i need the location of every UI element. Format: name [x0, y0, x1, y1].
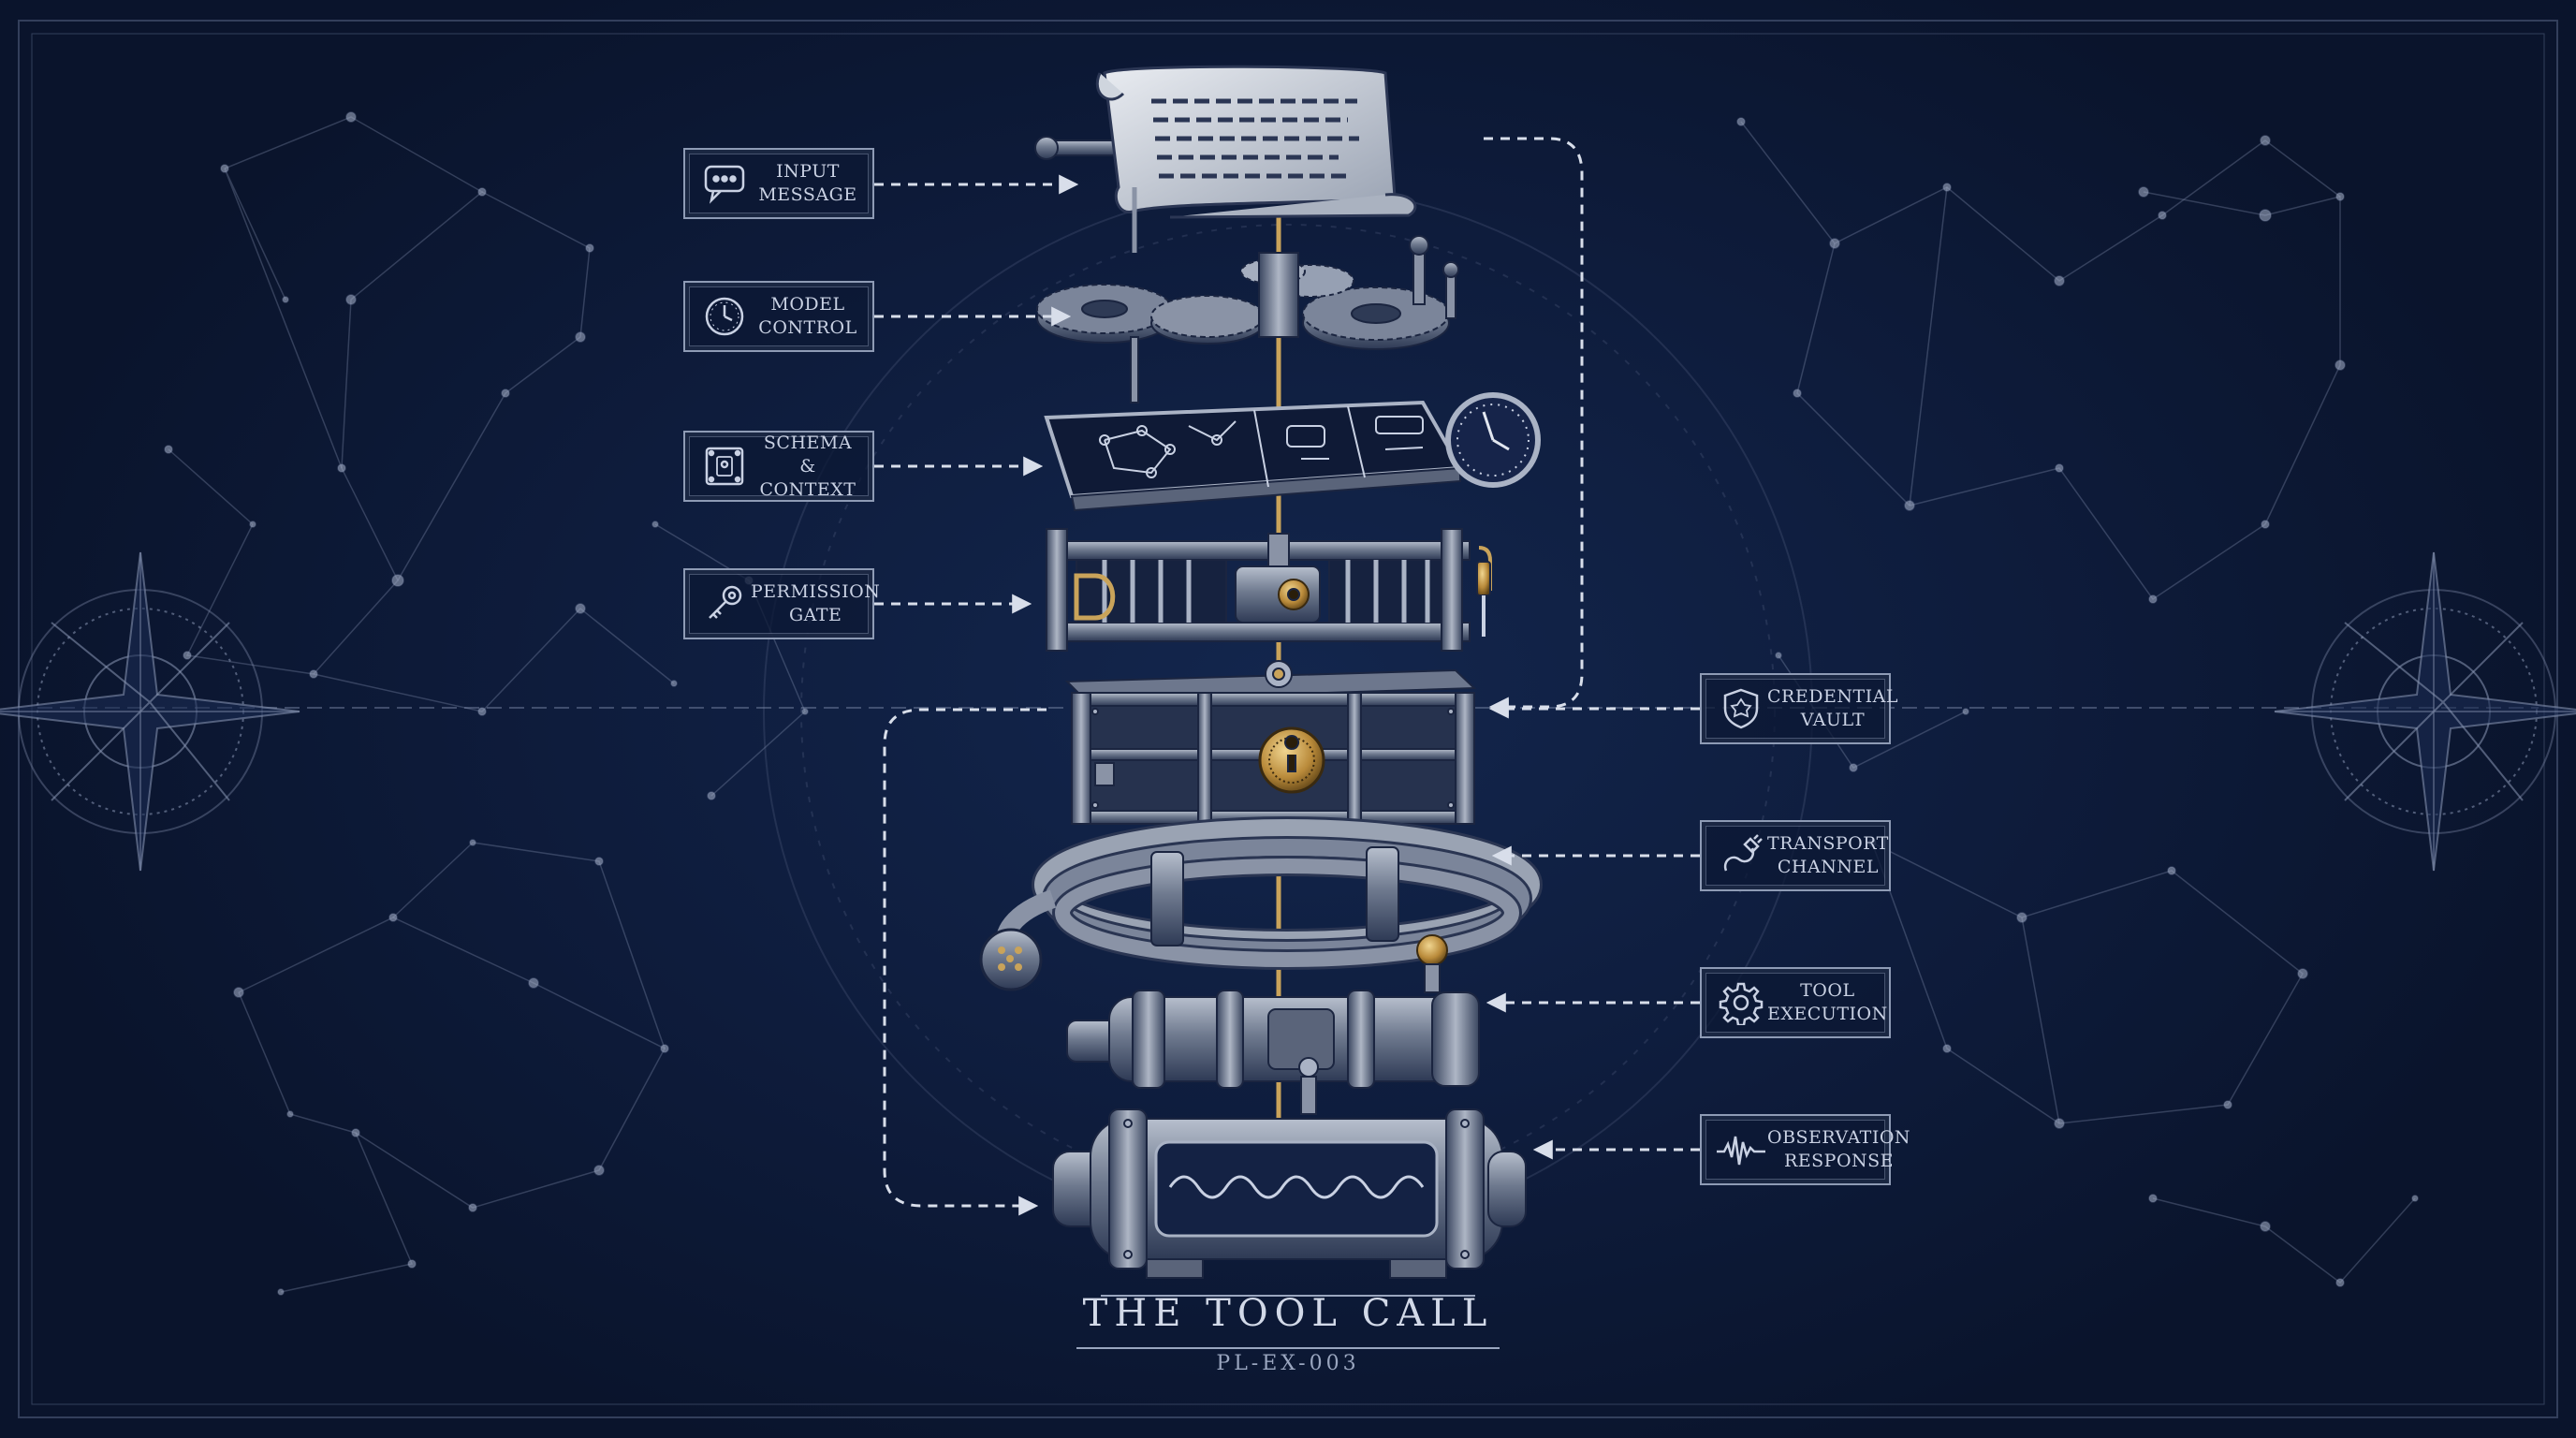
label-line-2: VAULT — [1800, 710, 1866, 730]
label-line-1: TOOL — [1800, 980, 1855, 1001]
gate-illustration — [1046, 528, 1492, 652]
label-tool-execution: TOOL EXECUTION — [1700, 967, 1891, 1038]
label-line-1: MODEL — [770, 294, 845, 315]
label-permission-gate: PERMISSION GATE — [683, 568, 880, 639]
plug-icon — [1715, 829, 1767, 882]
diagram-plate-code: PL-EX-003 — [1216, 1352, 1360, 1375]
title-rules — [1076, 1295, 1500, 1349]
constellation-left — [164, 111, 809, 1296]
vault-illustration — [1064, 660, 1477, 825]
label-line-1: TRANSPORT — [1767, 833, 1889, 854]
frame-border — [18, 20, 2558, 1418]
diagram-title: THE TOOL CALL — [1082, 1292, 1494, 1335]
observation-cylinder-illustration — [1052, 1108, 1527, 1279]
label-line-2: & CONTEXT — [759, 455, 856, 500]
key-icon — [698, 578, 751, 630]
schema-icon — [698, 440, 751, 492]
label-line-1: PERMISSION — [751, 581, 881, 602]
chat-bubble-icon — [698, 157, 751, 210]
scroll-illustration — [1034, 65, 1417, 253]
label-line-1: CREDENTIAL — [1767, 686, 1898, 707]
cable-coil-illustration — [979, 816, 1543, 991]
pipe-illustration — [1066, 934, 1480, 1115]
clock-icon — [698, 290, 751, 343]
connector-arrows — [874, 137, 1700, 1216]
label-observation-response: OBSERVATION RESPONSE — [1700, 1114, 1910, 1185]
compass-rose-left — [0, 551, 300, 872]
gears-illustration — [1036, 235, 1459, 404]
label-transport-channel: TRANSPORT CHANNEL — [1700, 820, 1891, 891]
shield-icon — [1715, 682, 1767, 735]
label-line-2: GATE — [788, 605, 842, 625]
label-input-message: INPUT MESSAGE — [683, 148, 874, 219]
label-line-1: INPUT — [776, 161, 840, 182]
label-model-control: MODEL CONTROL — [683, 281, 874, 352]
label-line-2: EXECUTION — [1767, 1004, 1888, 1024]
label-line-2: MESSAGE — [758, 184, 857, 205]
waveform-icon — [1715, 1123, 1767, 1176]
label-line-1: OBSERVATION — [1767, 1127, 1911, 1148]
compass-rose-right — [2274, 551, 2576, 872]
label-line-2: RESPONSE — [1783, 1151, 1895, 1171]
schema-board-illustration — [1044, 392, 1541, 512]
label-line-1: SCHEMA — [763, 432, 853, 453]
label-schema-context: SCHEMA & CONTEXT — [683, 431, 874, 502]
gear-icon — [1715, 976, 1767, 1029]
label-line-2: CONTROL — [758, 317, 857, 338]
label-line-2: CHANNEL — [1777, 857, 1879, 877]
constellation-right — [1736, 117, 2419, 1287]
label-credential-vault: CREDENTIAL VAULT — [1700, 673, 1897, 744]
